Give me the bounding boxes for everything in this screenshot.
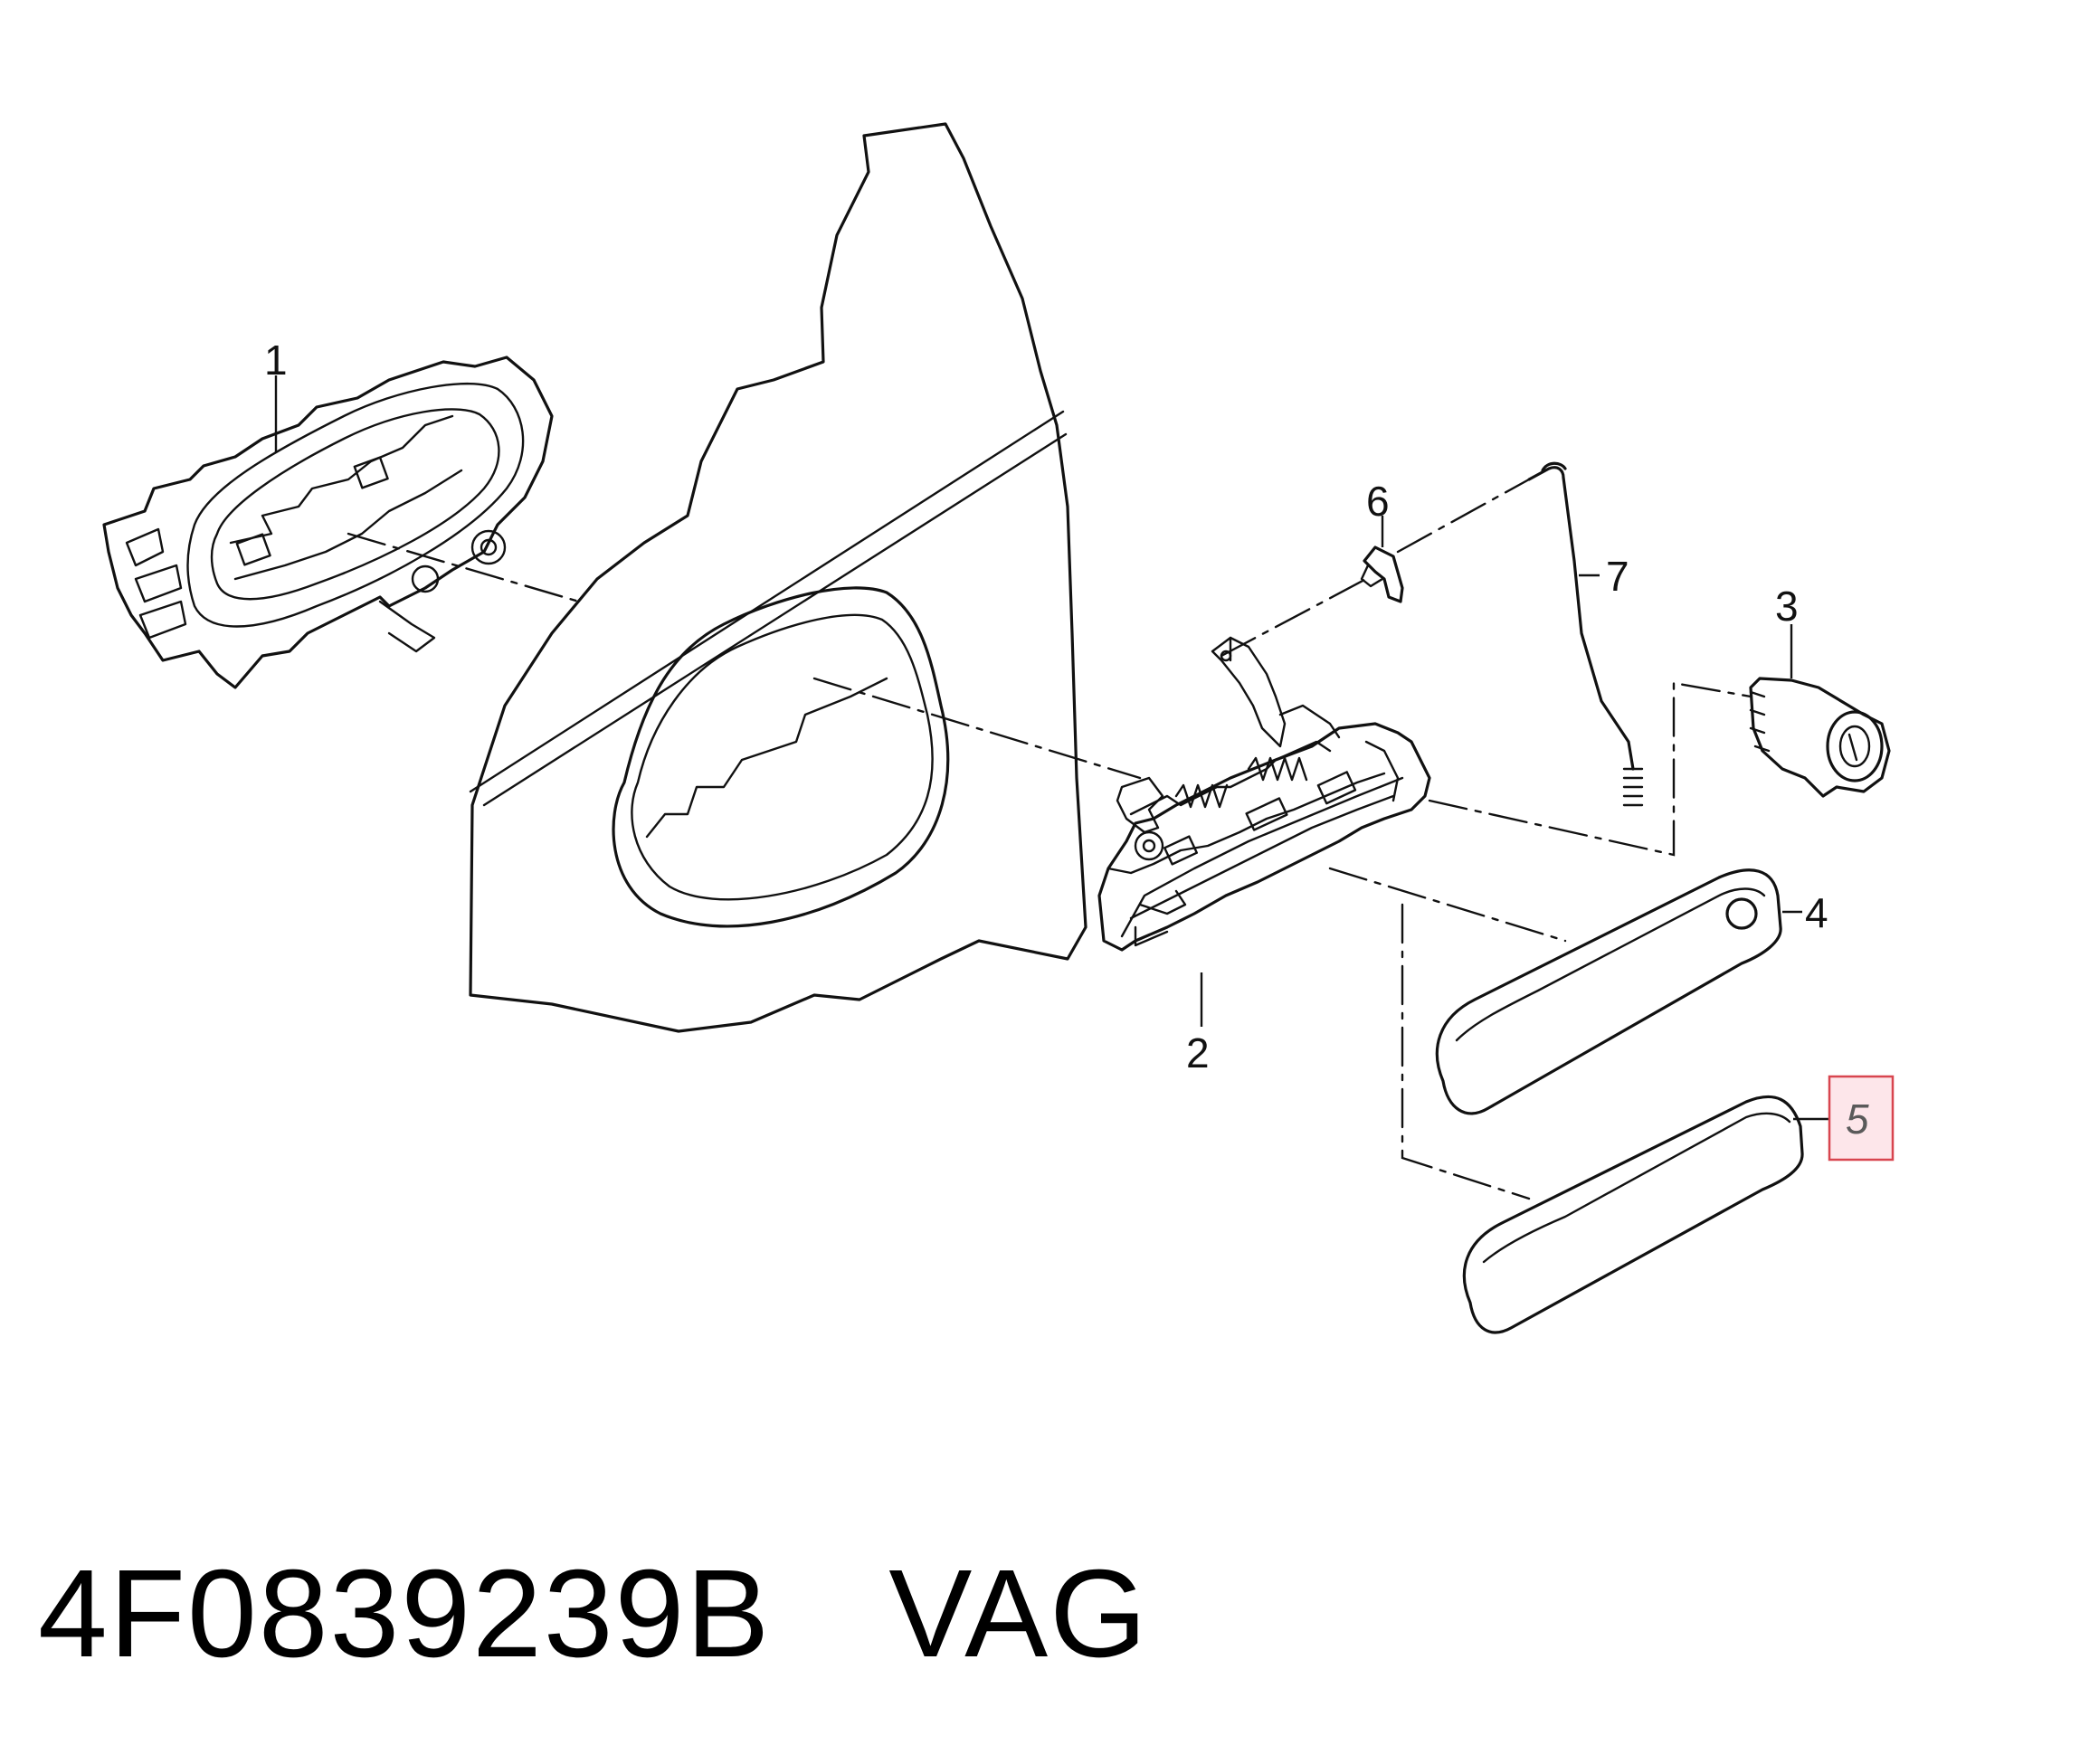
callout-3: 3 [1775, 583, 1799, 630]
part-3-lock-cylinder: 3 [1749, 583, 1891, 798]
callout-4: 4 [1805, 889, 1828, 936]
assembly-line-6b [1396, 478, 1531, 554]
callout-5: 5 [1846, 1095, 1869, 1143]
assembly-line-3 [1428, 681, 1752, 857]
part-5-handle-cover: 5 [1462, 1075, 1895, 1334]
assembly-line-5 [1401, 903, 1531, 1200]
callout-7: 7 [1606, 553, 1629, 600]
brand-name: VAG [888, 1544, 1149, 1683]
part-number: 4F0839239B [38, 1544, 772, 1683]
callout-2: 2 [1186, 1029, 1210, 1076]
callout-6: 6 [1366, 478, 1390, 525]
highlight-box-5 [1828, 1075, 1895, 1162]
assembly-line-2 [812, 677, 1142, 780]
part-4-handle-cover: 4 [1435, 868, 1828, 1115]
assembly-line-1 [347, 532, 581, 603]
callout-1: 1 [264, 337, 288, 384]
part-2-handle-carrier: 2 [1097, 636, 1431, 1076]
part-6-clip: 6 [1360, 478, 1404, 603]
part-1-door-lock: 1 [102, 337, 554, 689]
part-7-rod: 7 [1527, 461, 1644, 807]
assembly-line-4 [1328, 867, 1567, 943]
assembly-line-6a [1220, 577, 1368, 658]
door-panel [469, 122, 1087, 1033]
footer: 4F0839239B VAG [38, 1551, 1149, 1676]
